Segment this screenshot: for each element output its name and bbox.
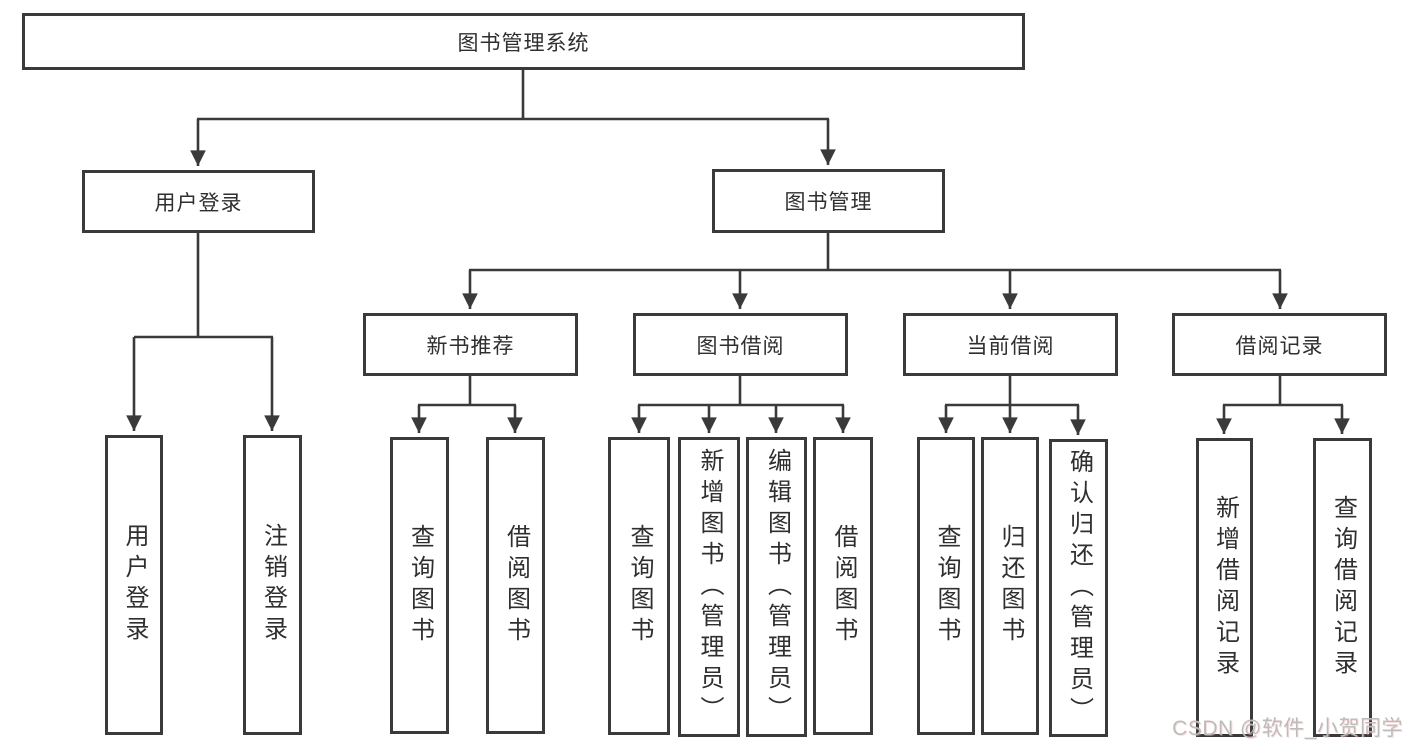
leaf-confirm-return-admin: 确认归还（管理员） [1049, 439, 1108, 737]
leaf-borrow-query-label: 查询图书 [626, 524, 653, 648]
node-new-book-rec: 新书推荐 [363, 313, 578, 376]
leaf-newbook-borrow-label: 借阅图书 [502, 523, 530, 648]
leaf-user-login-label: 用户登录 [121, 523, 148, 647]
leaf-add-borrow-record-label: 新增借阅记录 [1211, 494, 1239, 681]
leaf-current-query: 查询图书 [917, 437, 975, 735]
leaf-newbook-query: 查询图书 [390, 437, 449, 734]
node-book-borrow: 图书借阅 [633, 313, 848, 376]
leaf-add-book-admin: 新增图书（管理员） [678, 437, 740, 737]
node-root: 图书管理系统 [22, 13, 1025, 70]
csdn-watermark: CSDN @软件_小贺同学 [1172, 717, 1403, 740]
node-borrow-records-label: 借阅记录 [1235, 334, 1324, 358]
leaf-logout: 注销登录 [243, 435, 302, 735]
leaf-return-book-label: 归还图书 [997, 524, 1024, 648]
node-new-book-rec-label: 新书推荐 [426, 334, 515, 358]
leaf-add-book-admin-label: 新增图书（管理员） [696, 447, 723, 727]
leaf-query-borrow-record: 查询借阅记录 [1313, 438, 1372, 737]
leaf-newbook-borrow: 借阅图书 [486, 437, 545, 734]
leaf-confirm-return-admin-label: 确认归还（管理员） [1065, 448, 1093, 728]
node-borrow-records: 借阅记录 [1172, 313, 1387, 376]
leaf-newbook-query-label: 查询图书 [406, 523, 434, 648]
leaf-logout-label: 注销登录 [259, 523, 287, 647]
leaf-edit-book-admin: 编辑图书（管理员） [746, 437, 807, 737]
node-book-borrow-label: 图书借阅 [696, 334, 785, 358]
leaf-query-borrow-record-label: 查询借阅记录 [1329, 494, 1357, 681]
leaf-add-borrow-record: 新增借阅记录 [1196, 438, 1253, 737]
leaf-user-login: 用户登录 [105, 435, 163, 735]
node-book-mgmt-label: 图书管理 [784, 191, 873, 214]
leaf-borrow-book: 借阅图书 [813, 437, 873, 735]
node-current-borrow: 当前借阅 [903, 313, 1118, 376]
node-current-borrow-label: 当前借阅 [966, 334, 1055, 358]
leaf-borrow-book-label: 借阅图书 [830, 524, 857, 648]
leaf-borrow-query: 查询图书 [608, 437, 670, 735]
node-user-login: 用户登录 [82, 170, 315, 233]
leaf-current-query-label: 查询图书 [933, 524, 960, 648]
node-book-mgmt: 图书管理 [712, 169, 945, 233]
node-root-label: 图书管理系统 [457, 31, 590, 55]
leaf-return-book: 归还图书 [981, 437, 1039, 735]
node-user-login-label: 用户登录 [154, 191, 243, 215]
leaf-edit-book-admin-label: 编辑图书（管理员） [763, 447, 791, 727]
